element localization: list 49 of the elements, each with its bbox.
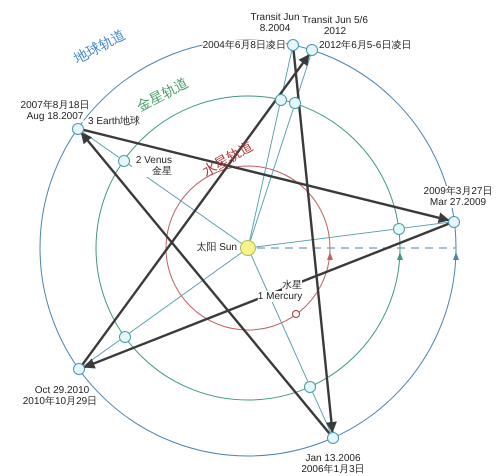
planet-label: 水星 — [282, 280, 302, 291]
date-label: Oct 29.2010 — [34, 385, 90, 396]
date-label: 2009年3月27日 — [424, 186, 492, 197]
venus-position — [274, 94, 287, 106]
sight-line — [404, 222, 449, 228]
planet-label: 2 Venus 金星 — [132, 155, 172, 177]
earth-position — [287, 38, 300, 51]
sight-line — [282, 50, 292, 94]
orbit-label: 金星轨道 — [134, 74, 192, 116]
earth-position — [448, 216, 460, 228]
orbit-label: 水星轨道 — [199, 137, 257, 181]
planet-label: 3 Earth地球 — [88, 116, 140, 127]
venus-position — [288, 97, 301, 110]
venus-position — [118, 330, 130, 343]
date-label: 2004年6月8日凌日 — [202, 40, 286, 51]
date-label: 2012年6月5-6日凌日 — [319, 40, 412, 51]
earth-position — [73, 363, 85, 376]
date-label: Aug 18.2007 — [26, 111, 84, 122]
sight-line — [249, 105, 280, 241]
sight-line — [250, 108, 294, 241]
sight-line — [82, 132, 120, 158]
venus-position — [392, 222, 405, 235]
arrow — [84, 222, 450, 369]
earth-position — [327, 432, 340, 444]
date-label: Transit Jun 5/6 2012 — [300, 15, 370, 37]
arrow — [292, 50, 337, 433]
arrow — [82, 54, 310, 366]
date-label: Mar 27.2009 — [430, 197, 486, 208]
planet-label: 太阳 Sun — [196, 242, 237, 253]
date-label: 2010年10月29日 — [22, 396, 98, 407]
orbit-label: 地球轨道 — [71, 26, 129, 68]
sight-line — [255, 229, 394, 248]
earth-position — [306, 44, 318, 56]
sight-line — [250, 254, 308, 382]
venus-position — [304, 380, 316, 393]
date-label: 2006年1月3日 — [301, 464, 365, 475]
sight-line — [312, 392, 332, 433]
mercury-position — [292, 310, 300, 318]
date-label: 2007年8月18日 — [20, 100, 90, 111]
earth-position — [72, 122, 84, 135]
venus-position — [118, 154, 130, 167]
sight-line — [296, 55, 311, 98]
sun — [240, 240, 256, 256]
planet-label: 1 Mercury — [258, 291, 302, 302]
date-label: Jan 13.2006 — [305, 453, 361, 464]
arrow — [80, 132, 330, 434]
sight-line — [83, 340, 120, 366]
arrow — [83, 128, 450, 224]
sight-line — [128, 252, 242, 334]
